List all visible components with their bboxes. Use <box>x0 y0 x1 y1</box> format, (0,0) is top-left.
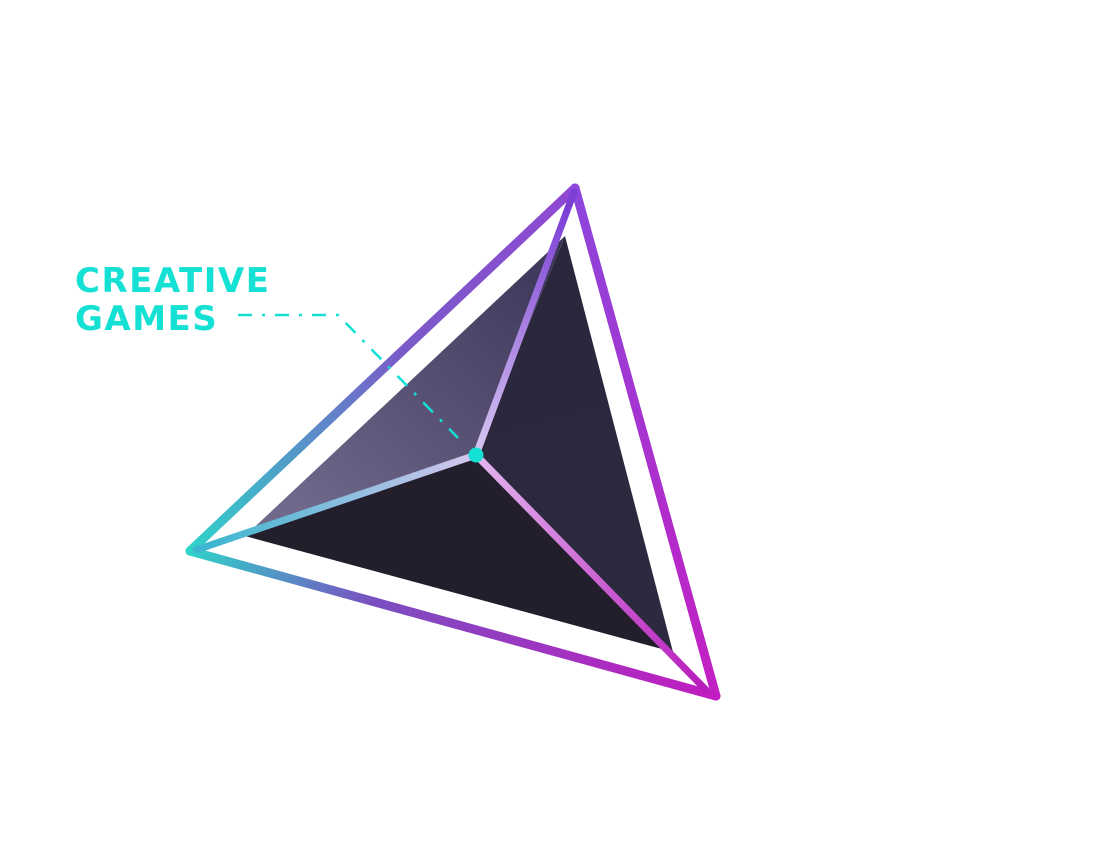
tetra-frame <box>185 183 721 701</box>
tetra-face-left <box>245 236 565 536</box>
frame-edge-right <box>570 183 721 701</box>
tetra-face-right <box>475 236 673 652</box>
tetra-inner-edges <box>192 188 710 694</box>
inner-edge-right <box>472 451 710 694</box>
callout-line-1: CREATIVE <box>75 261 271 301</box>
tetra-face-bottom <box>245 455 673 652</box>
callout-leader-line <box>238 313 459 439</box>
vertex-dot-icon <box>468 447 484 463</box>
callout-label: CREATIVE GAMES <box>75 262 270 338</box>
inner-edge-top <box>472 188 578 459</box>
frame-edge-left <box>185 183 580 556</box>
frame-edge-bottom <box>185 546 721 701</box>
inner-edge-left <box>192 451 480 554</box>
callout-line-2: GAMES <box>75 299 219 339</box>
